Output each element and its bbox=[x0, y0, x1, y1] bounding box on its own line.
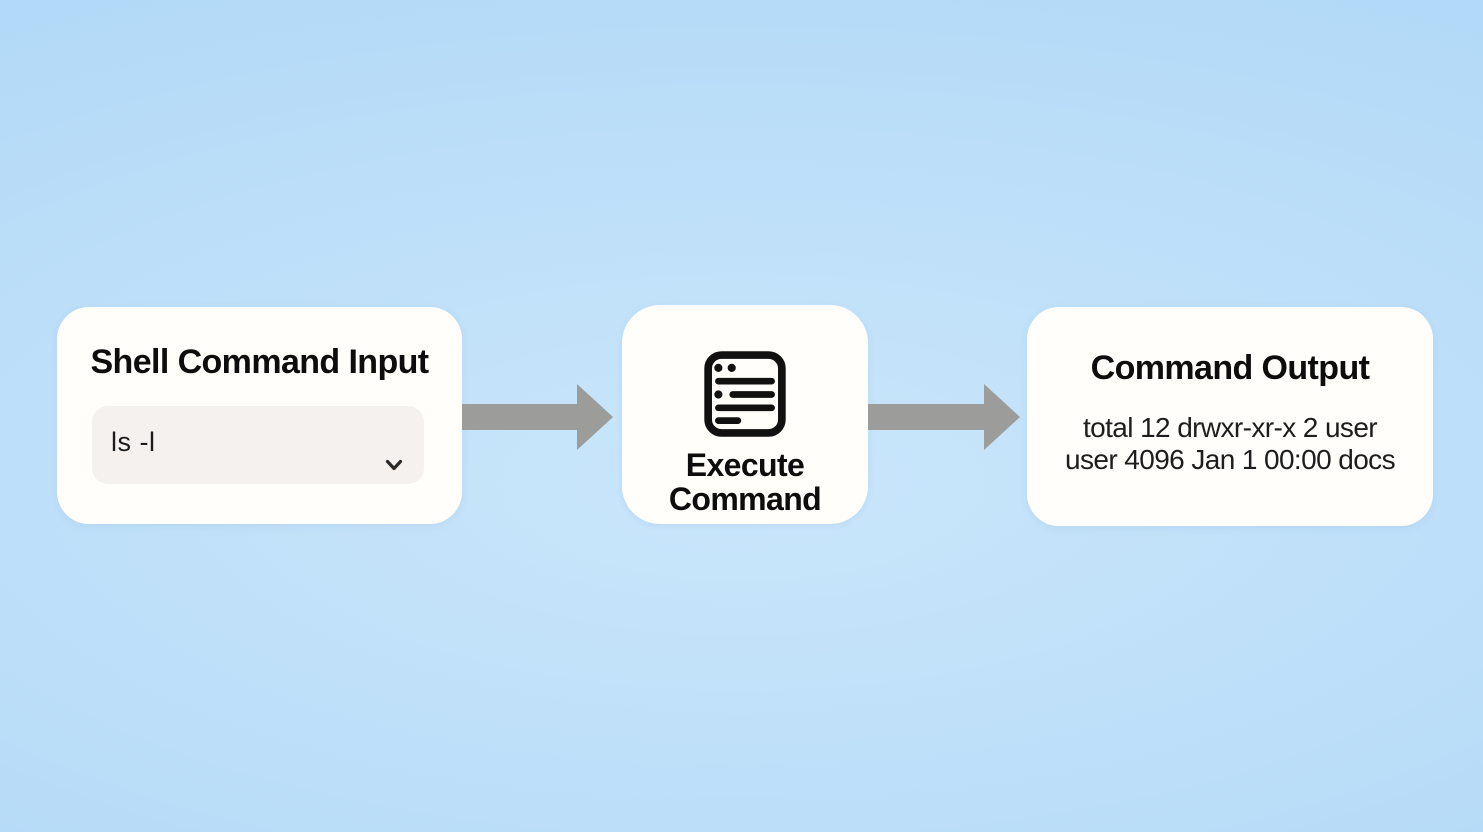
chevron-down-icon[interactable] bbox=[384, 459, 404, 472]
command-list-icon bbox=[704, 351, 786, 437]
input-card-title: Shell Command Input bbox=[90, 343, 429, 381]
output-line: total 12 drwxr-xr-x 2 user bbox=[1082, 412, 1378, 443]
command-input[interactable]: ls -l bbox=[92, 406, 424, 484]
execute-command-node[interactable]: Execute Command bbox=[622, 305, 868, 524]
output-card-title: Command Output bbox=[1090, 349, 1370, 387]
command-input-value: ls -l bbox=[111, 427, 156, 457]
shell-command-input-card: Shell Command Input ls -l bbox=[57, 307, 462, 524]
command-output-card: Command Output total 12 drwxr-xr-x 2 use… bbox=[1027, 307, 1433, 526]
output-line: user 4096 Jan 1 00:00 docs bbox=[1065, 444, 1396, 475]
arrow-execute-to-output-icon bbox=[868, 384, 1020, 450]
arrow-input-to-execute-icon bbox=[462, 384, 613, 450]
command-output-text: total 12 drwxr-xr-x 2 user user 4096 Jan… bbox=[1027, 412, 1433, 476]
execute-command-label: Execute Command bbox=[668, 447, 822, 517]
